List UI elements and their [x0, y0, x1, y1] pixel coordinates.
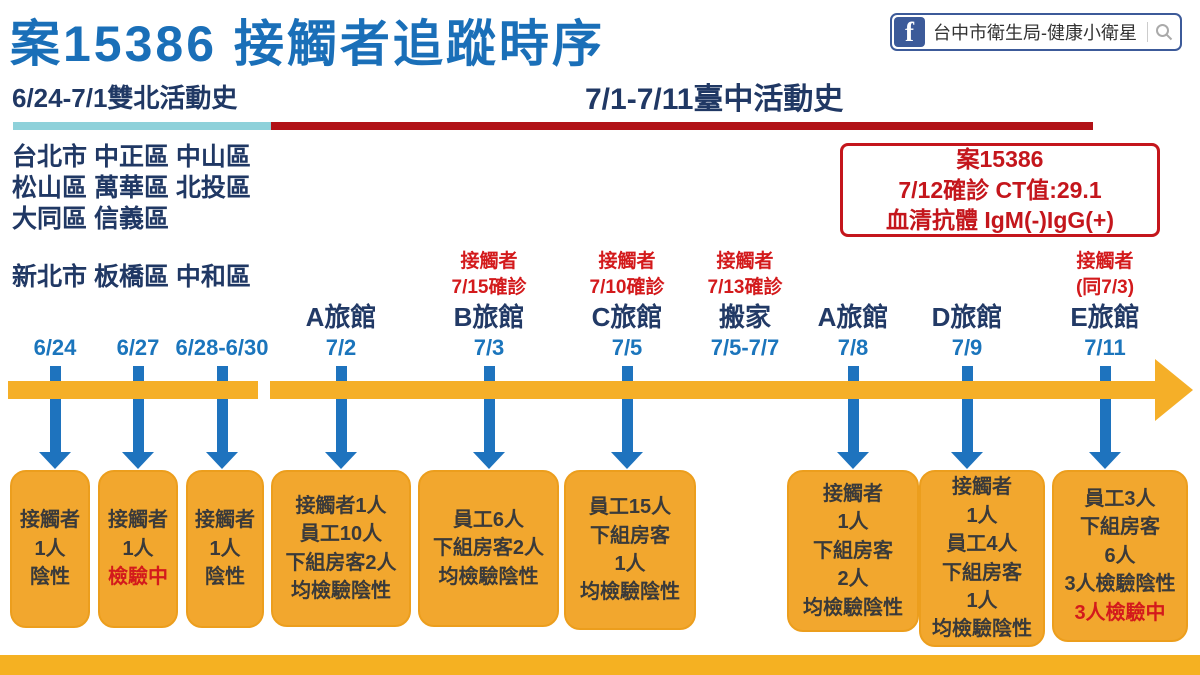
bottom-accent-bar: [0, 655, 1200, 675]
event-column-79: D旅館 7/9: [892, 238, 1042, 364]
event-date: 7/11: [1084, 335, 1126, 361]
event-date: 7/8: [837, 335, 869, 361]
event-column-72: A旅館 7/2: [266, 238, 416, 364]
event-location: E旅館: [1070, 301, 1140, 332]
event-date: 7/5: [611, 335, 643, 361]
period-bar-taichung: [271, 122, 1093, 130]
event-location: 搬家: [718, 301, 771, 332]
event-date: 6/24: [33, 335, 77, 361]
timeline-bar-segment-2: [270, 381, 1155, 399]
event-location: D旅館: [931, 301, 1003, 332]
event-column-624: 6/24: [0, 238, 130, 364]
event-date: 7/2: [325, 335, 357, 361]
event-location: A旅館: [305, 301, 377, 332]
period-bar-taipei: [13, 122, 271, 130]
contact-alert: 接觸者(同7/3): [1075, 251, 1135, 299]
district-note: 台北市 中正區 中山區松山區 萬華區 北投區大同區 信義區新北市 板橋區 中和區: [12, 143, 251, 291]
event-date: 7/9: [951, 335, 983, 361]
event-column-627: 6/27: [63, 238, 213, 364]
event-column-78: A旅館 7/8: [778, 238, 928, 364]
event-column-711: 接觸者(同7/3) E旅館 7/11: [1030, 238, 1180, 364]
result-box-73: 員工6人下組房客2人均檢驗陰性: [418, 470, 559, 627]
event-location: B旅館: [453, 301, 525, 332]
period-label-taipei: 6/24-7/1雙北活動史: [12, 83, 238, 113]
timeline-bar-segment-1: [8, 381, 258, 399]
event-date: 7/3: [473, 335, 505, 361]
facebook-icon: f: [894, 17, 925, 47]
page-title: 案15386 接觸者追蹤時序: [10, 16, 605, 72]
search-icon: [1147, 22, 1178, 42]
event-date: 6/28-6/30: [175, 335, 269, 361]
period-label-taichung: 7/1-7/11臺中活動史: [585, 83, 844, 116]
facebook-page-name: 台中市衛生局-健康小衛星: [933, 23, 1137, 43]
result-box-72: 接觸者1人員工10人下組房客2人均檢驗陰性: [271, 470, 411, 627]
event-date: 7/5-7/7: [710, 335, 780, 361]
event-location: C旅館: [591, 301, 663, 332]
event-location: A旅館: [817, 301, 889, 332]
event-date: 6/27: [116, 335, 160, 361]
timeline-arrowhead-icon: [1155, 359, 1193, 421]
event-column-628-630: 6/28-6/30: [147, 238, 297, 364]
facebook-page-badge: f 台中市衛生局-健康小衛星: [890, 13, 1182, 51]
